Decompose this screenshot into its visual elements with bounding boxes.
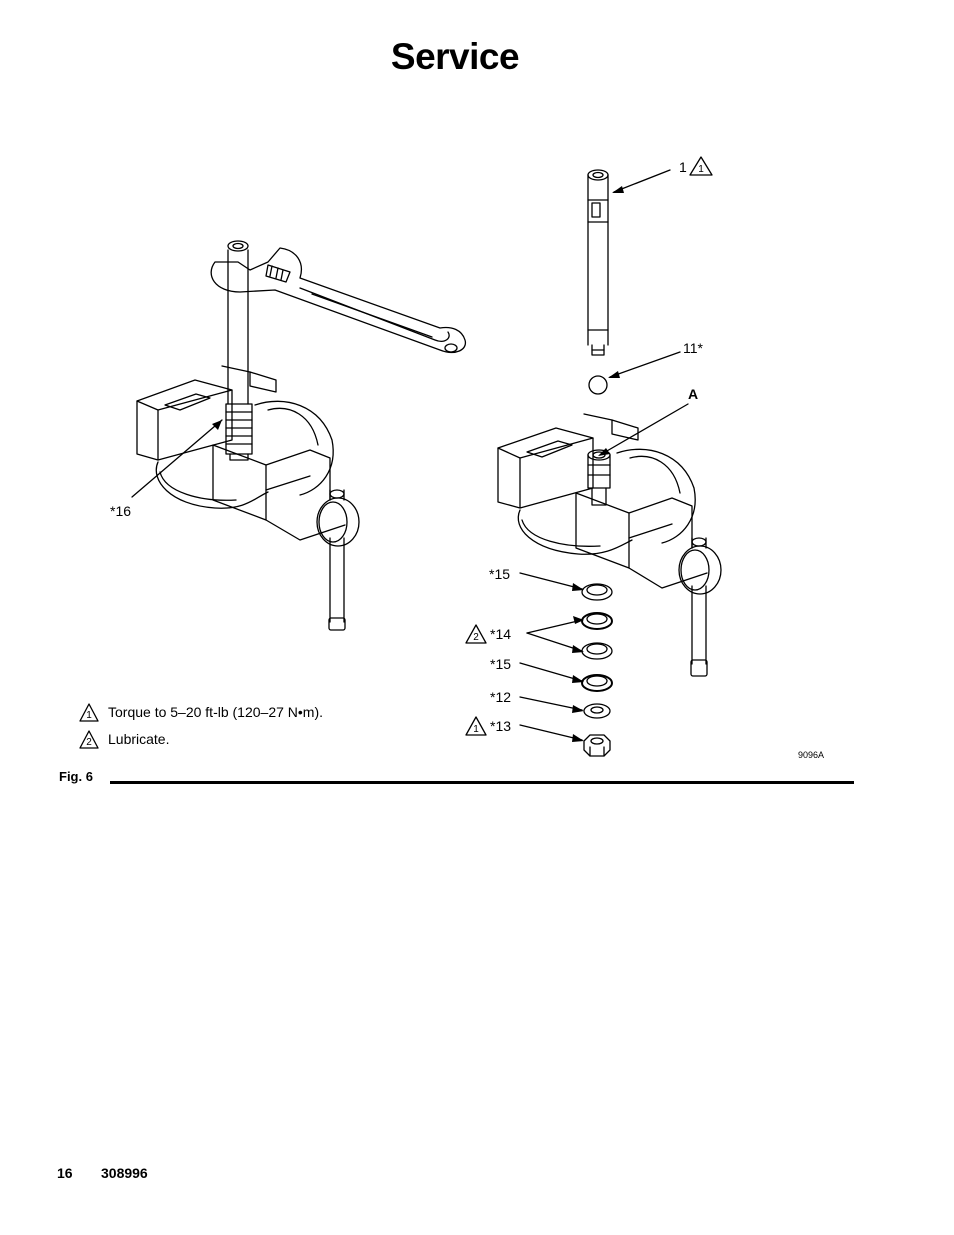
part-14a-ring [581,612,613,630]
figure-rule [110,781,854,784]
drawing-id: 9096A [798,750,824,760]
callout-1: 1 [679,159,687,175]
left-vise [136,240,467,631]
callout-16: *16 [110,503,131,519]
part-11-ball [588,375,608,395]
callout-13: *13 [490,718,511,734]
svg-text:1: 1 [698,164,704,175]
right-vise [497,413,722,677]
part-13-nut [583,734,611,757]
callout-a: A [688,386,698,402]
warning-triangle-icon: 1 [465,716,487,736]
warning-triangle-icon: 1 [79,703,99,722]
svg-text:2: 2 [473,632,479,643]
part-15b-ring [581,674,613,692]
callout-15b: *15 [490,656,511,672]
part-15a-ring [581,583,613,601]
note-torque: Torque to 5–20 ft-lb (120–27 N•m). [108,704,324,720]
warning-triangle-icon: 2 [79,730,99,749]
part-14b-ring [581,642,613,660]
svg-text:1: 1 [86,710,92,721]
svg-text:2: 2 [86,737,92,748]
figure-label: Fig. 6 [59,769,93,784]
svg-text:1: 1 [473,724,479,735]
callout-14: *14 [490,626,511,642]
leaders-right [519,169,689,742]
leader-16 [131,419,223,498]
doc-number: 308996 [101,1165,148,1181]
callout-11: 11* [683,340,704,356]
part-1-rod [587,169,609,356]
callout-12: *12 [490,689,511,705]
part-12-washer [583,703,611,719]
callout-15a: *15 [489,566,510,582]
warning-triangle-icon: 2 [465,624,487,644]
page-number: 16 [57,1165,73,1181]
warning-triangle-icon: 1 [689,156,713,176]
page-title: Service [390,36,520,77]
note-lubricate: Lubricate. [108,731,170,747]
